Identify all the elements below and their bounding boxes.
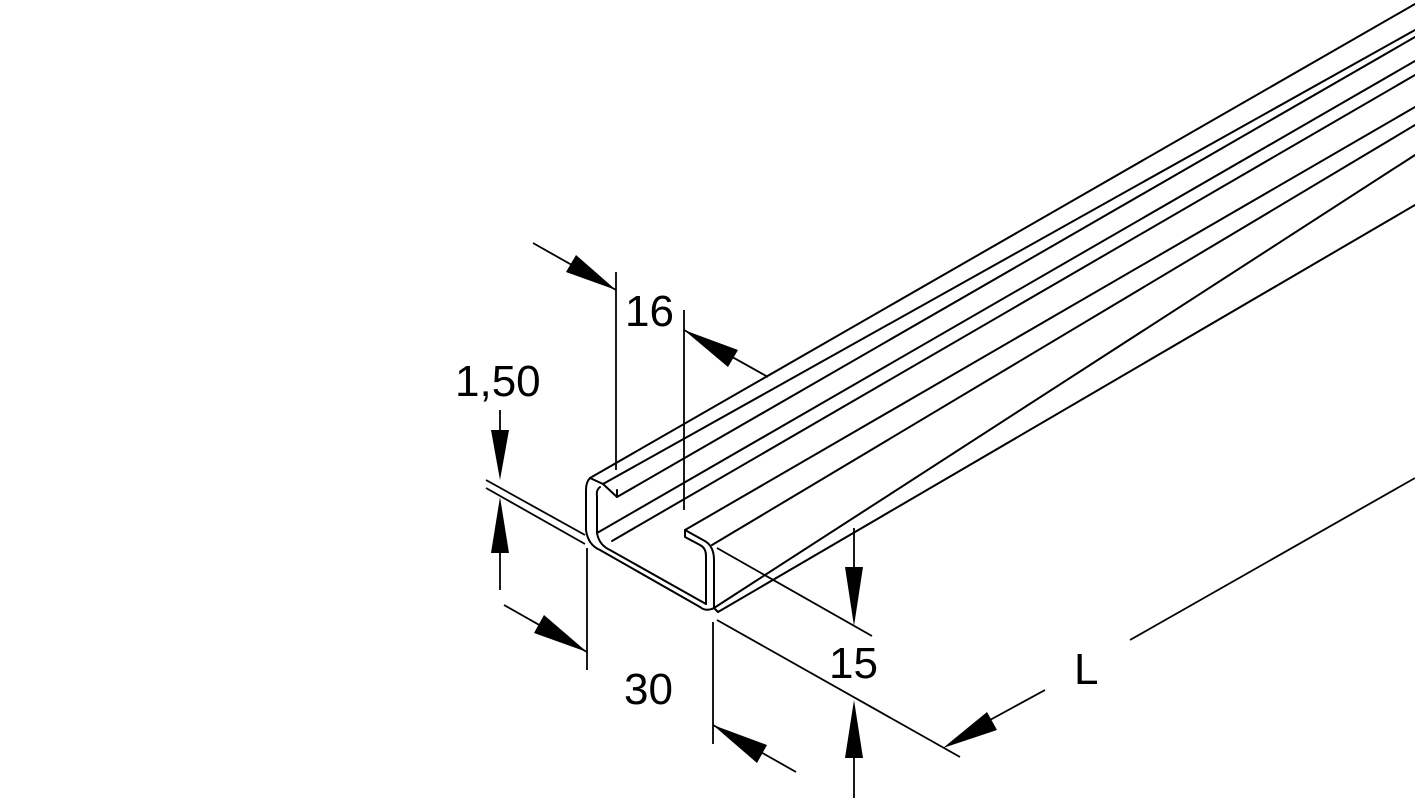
label-thickness: 1,50 — [455, 357, 541, 406]
label-height: 15 — [829, 639, 878, 688]
label-length: L — [1074, 645, 1099, 694]
dimension-length — [943, 477, 1415, 748]
dimension-15 — [716, 528, 961, 798]
label-width: 30 — [624, 665, 673, 714]
dimension-30 — [503, 548, 797, 773]
dimension-thickness — [485, 410, 586, 590]
rail-profile — [585, 3, 1415, 613]
label-slot-width: 16 — [625, 287, 674, 336]
dimension-16 — [532, 242, 769, 510]
